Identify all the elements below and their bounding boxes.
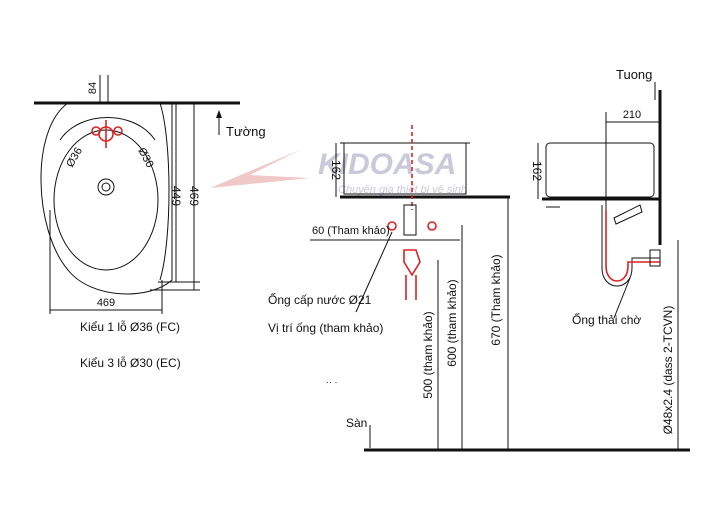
- top-wall-label: Tường: [226, 124, 266, 139]
- front-162-label: 162: [329, 160, 343, 180]
- hole-36-label: Ø36: [64, 145, 85, 169]
- pipe-pos-label: Vị trí ống (tham khảo): [268, 321, 383, 335]
- drain-spec-label: Ø48x2.4 (dass 2-TCVN): [661, 306, 675, 435]
- caption-1hole: Kiểu 1 lỗ Ø36 (FC): [80, 319, 180, 334]
- side-trap-inner: [605, 210, 660, 282]
- watermark-tagline: Chuyên gia thiết bị vệ sinh: [338, 184, 467, 196]
- top-view: 84 Tường Ø36 Ø30 449 469: [34, 75, 266, 370]
- side-210-label: 210: [623, 109, 641, 121]
- watermark-logo-swoosh: [210, 150, 310, 188]
- ref-60-label: 60 (Tham khảo): [312, 225, 390, 237]
- side-view: Tuong 210 162 Ống thải chờ Ø48x2.4 (dass…: [530, 67, 679, 450]
- front-trap: [403, 249, 421, 277]
- supply-leader: [355, 231, 393, 313]
- basin-deck: [59, 117, 156, 141]
- side-basin: [545, 142, 655, 198]
- front-view: 162 60 (Tham khảo) Ống cấp nước Ø21 Vị t…: [268, 125, 690, 452]
- wall-arrow-head: [216, 110, 222, 118]
- side-valve: [613, 204, 643, 225]
- dim-500-label: 500 (tham khảo): [421, 311, 435, 398]
- side-trap-outline: [601, 205, 660, 287]
- dim-449-label: 449: [169, 186, 183, 206]
- dim-84-label: 84: [87, 82, 99, 94]
- side-trap-connector: [649, 249, 661, 267]
- floor-label: Sàn: [346, 416, 367, 430]
- basin-outline: [40, 102, 173, 295]
- dim-469-h-label: 469: [97, 297, 115, 309]
- faucet-hole-left: [91, 126, 101, 136]
- dim-600-label: 600 (tham khảo): [445, 279, 459, 366]
- supply-right: [427, 221, 437, 231]
- side-wall-label: Tuong: [616, 67, 652, 82]
- drain-hole: [97, 178, 115, 196]
- watermark: KIDOASA Chuyên gia thiết bị vệ sinh: [210, 148, 467, 196]
- drain-leader: [613, 277, 631, 319]
- caption-3hole: Kiểu 3 lỗ Ø30 (EC): [80, 355, 181, 370]
- supply-left: [387, 221, 397, 231]
- dim-670-label: 670 (Tham khảo): [489, 254, 503, 345]
- drain-hole-inner: [101, 182, 111, 192]
- supply-label: Ống cấp nước Ø21: [268, 292, 372, 307]
- dim-469-v-label: 469: [187, 186, 201, 206]
- small-mark: ·· ·: [326, 377, 338, 387]
- hole-30-label: Ø30: [135, 146, 155, 170]
- faucet-hole-right: [113, 126, 123, 136]
- basin-outline-right: [159, 102, 170, 281]
- drain-label: Ống thải chờ: [572, 312, 641, 327]
- side-162-label: 162: [530, 161, 544, 181]
- watermark-brand: KIDOASA: [318, 148, 456, 181]
- front-drain: [403, 204, 417, 236]
